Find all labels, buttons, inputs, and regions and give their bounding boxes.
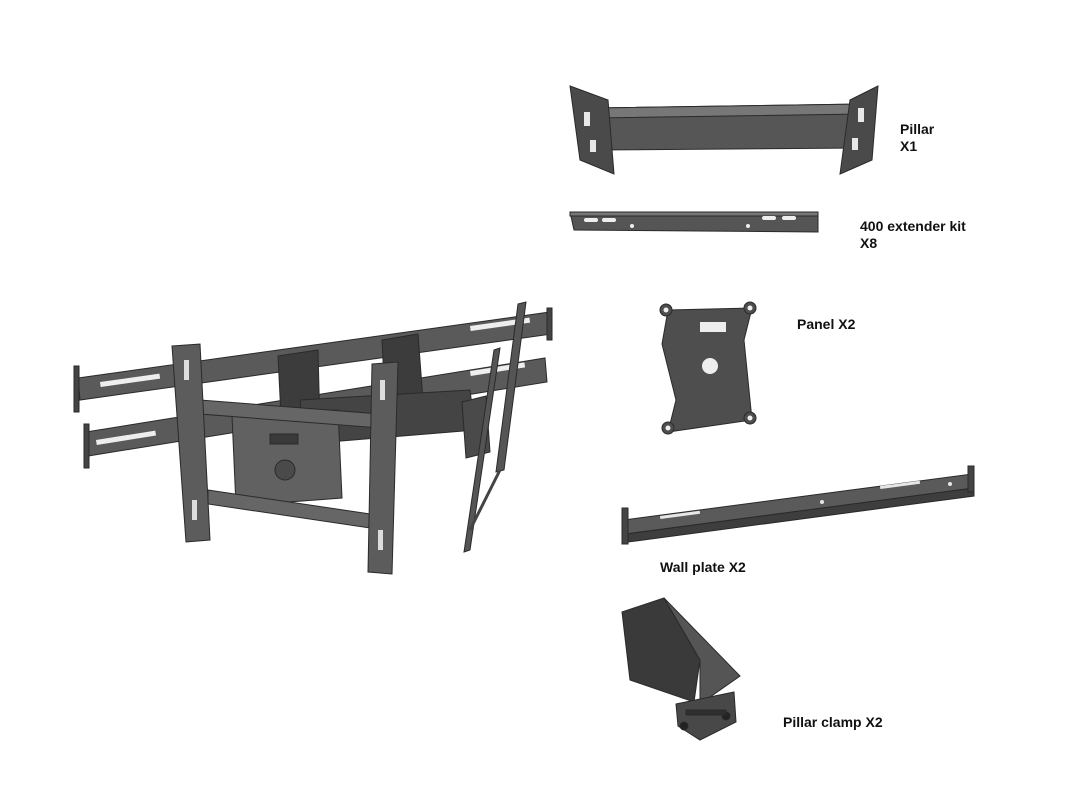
pillar-label: Pillar X1 <box>900 121 934 155</box>
extender-qty: X8 <box>860 235 878 251</box>
pillar-clamp-label: Pillar clamp X2 <box>783 714 883 730</box>
extender-label: 400 extender kit X8 <box>860 218 966 252</box>
pillar-name: Pillar <box>900 121 935 137</box>
wall-plate-label: Wall plate X2 <box>660 559 746 575</box>
extender-name: 400 extender kit <box>860 218 966 234</box>
pillar-qty: X1 <box>900 138 918 154</box>
panel-label: Panel X2 <box>797 316 856 332</box>
